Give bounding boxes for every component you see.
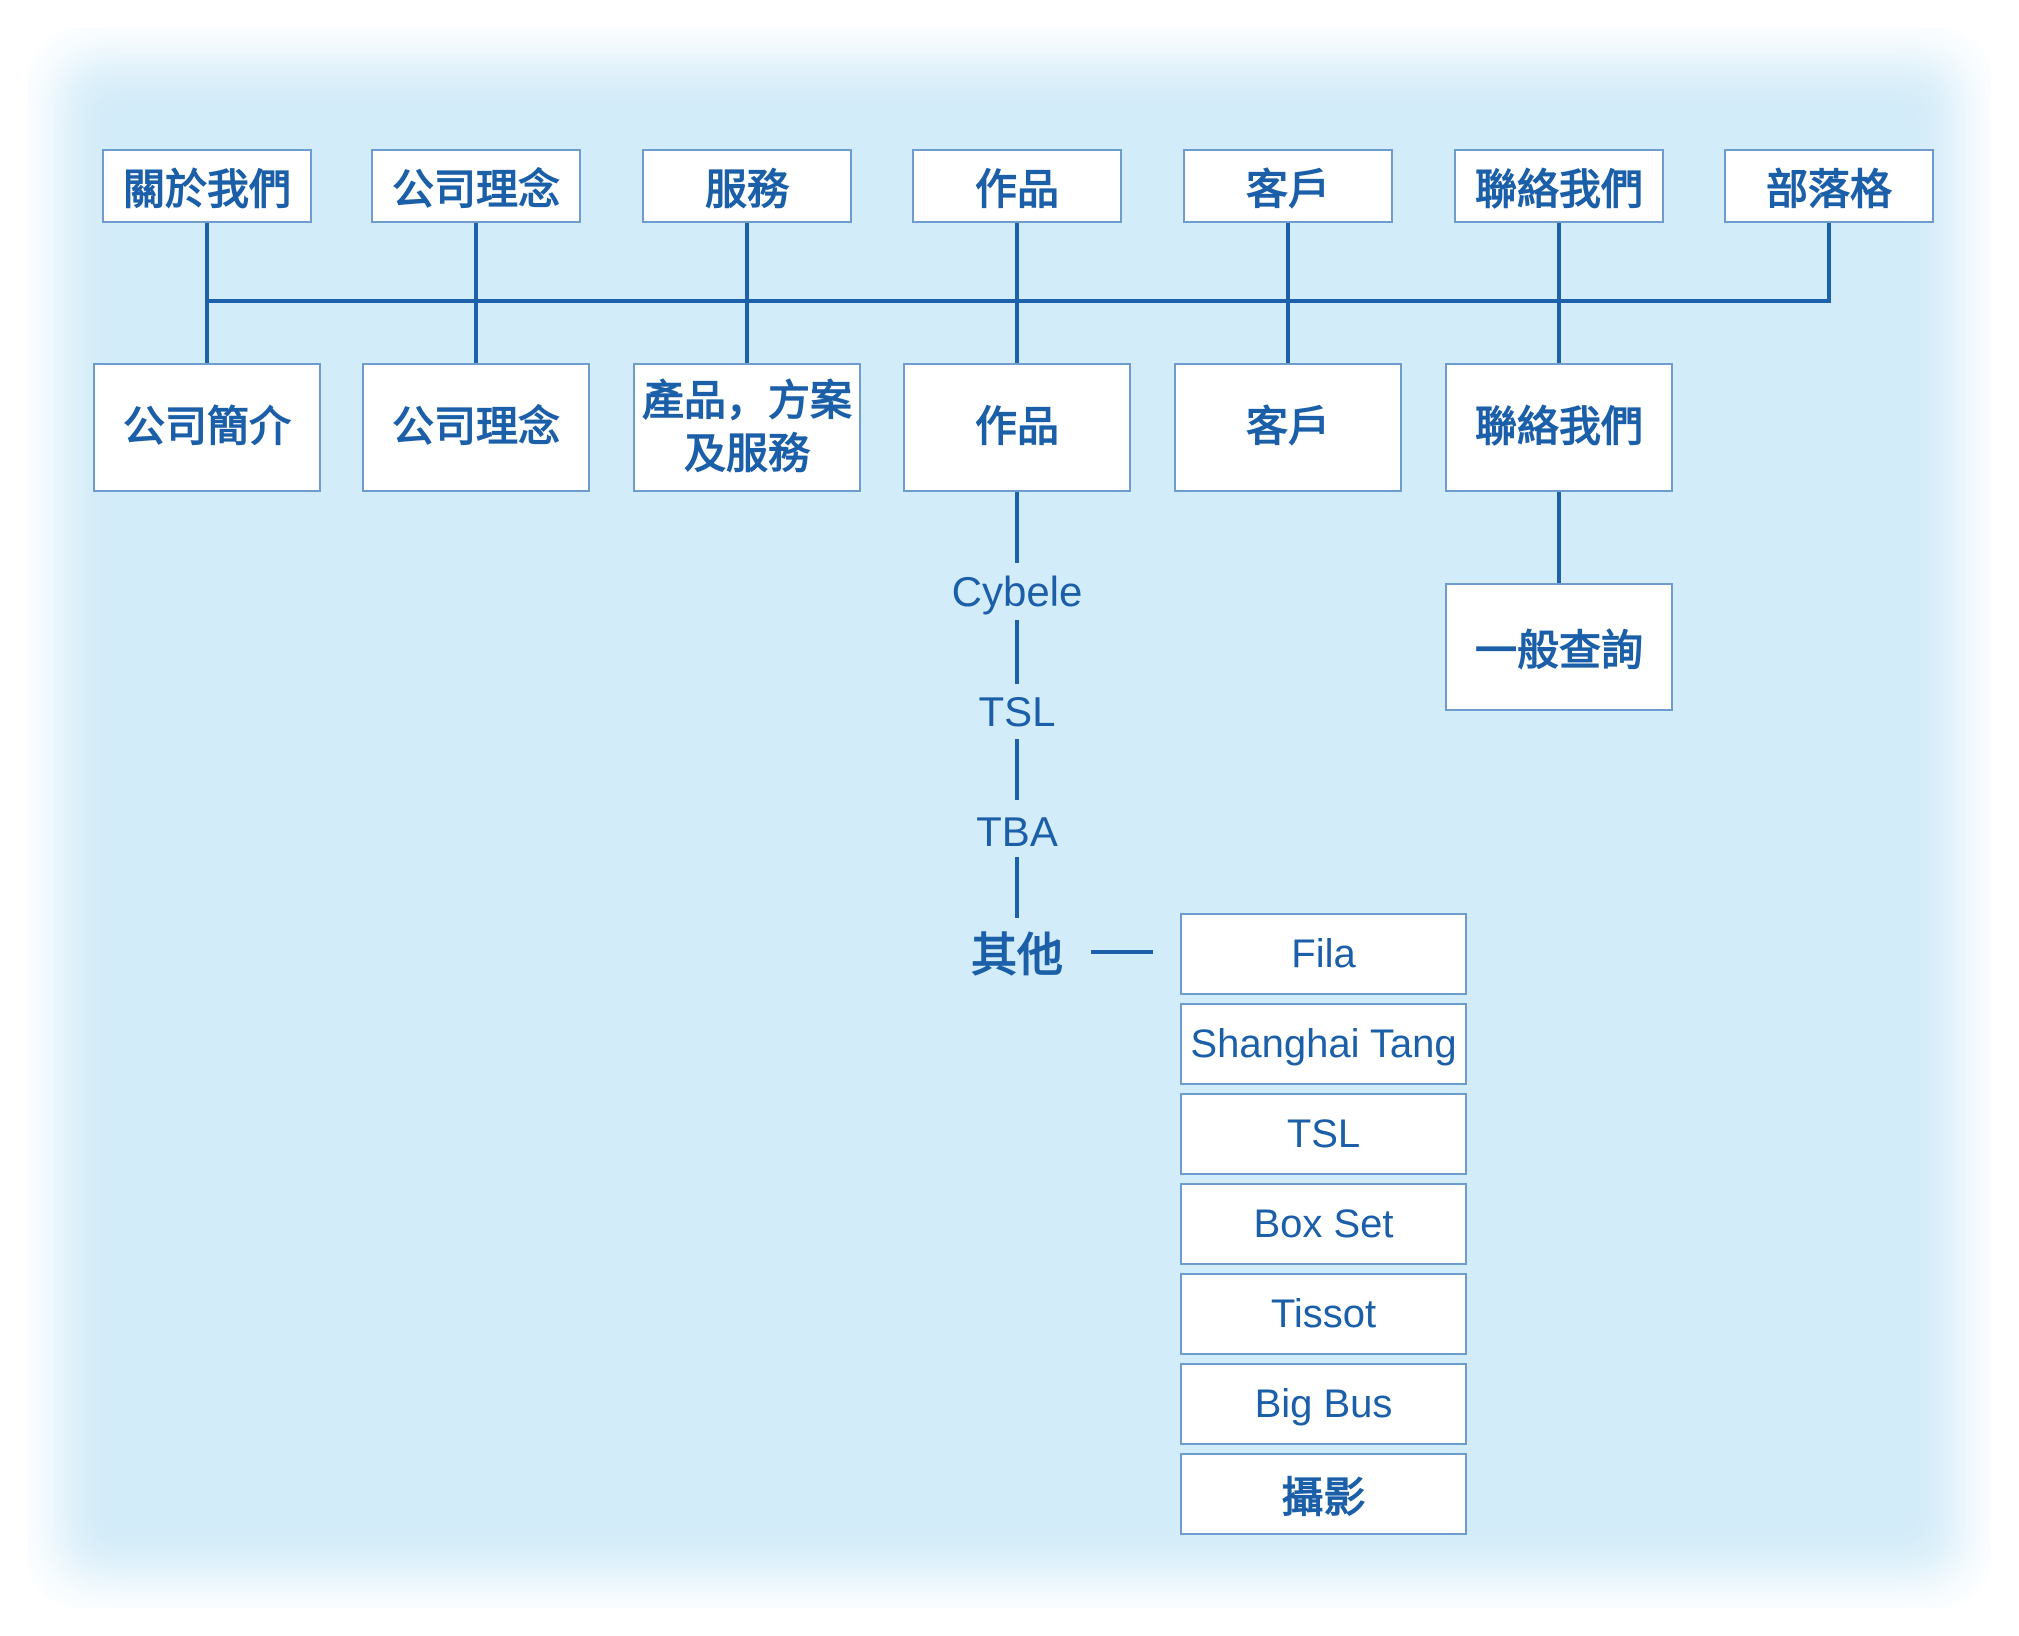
node-clients: 客戶 <box>1183 149 1393 223</box>
node-blog: 部落格 <box>1724 149 1934 223</box>
sitemap-panel <box>28 28 1991 1608</box>
node-works: 作品 <box>912 149 1122 223</box>
node-products-solutions-services: 產品，方案 及服務 <box>633 363 861 492</box>
node-shanghai-tang: Shanghai Tang <box>1180 1003 1467 1085</box>
node-company-philosophy: 公司理念 <box>371 149 581 223</box>
node-label: 公司簡介 <box>122 403 291 451</box>
node-contact-us: 聯絡我們 <box>1454 149 1664 223</box>
node-tsl: TSL <box>1180 1093 1467 1175</box>
node-services: 服務 <box>642 149 852 223</box>
node-box-set: Box Set <box>1180 1183 1467 1265</box>
node-general-enquiry: 一般查詢 <box>1445 583 1673 711</box>
connector-vertical-blog <box>1827 223 1831 303</box>
chain-item-tsl: TSL <box>978 688 1056 735</box>
connector-vertical-works-chain-1 <box>1015 492 1019 563</box>
node-label: 聯絡我們 <box>1474 165 1643 213</box>
connector-vertical-about <box>205 223 209 363</box>
node-label: Shanghai Tang <box>1190 1021 1457 1066</box>
node-label: 作品 <box>974 165 1059 213</box>
node-label: 公司理念 <box>391 165 560 213</box>
node-label: 服務 <box>704 165 789 213</box>
node-label: 關於我們 <box>122 165 291 213</box>
node-label: 公司理念 <box>391 403 560 451</box>
chain-item-tba: TBA <box>976 808 1058 855</box>
node-label-line2: 及服務 <box>683 429 810 477</box>
connector-vertical-services <box>745 223 749 363</box>
node-label: 客戶 <box>1245 403 1330 451</box>
node-tissot: Tissot <box>1180 1273 1467 1355</box>
connector-dash-others <box>1091 950 1153 954</box>
chain-item-others: 其他 <box>971 929 1063 981</box>
connector-vertical-philosophy <box>474 223 478 363</box>
node-clients-page: 客戶 <box>1174 363 1402 492</box>
node-photography: 攝影 <box>1180 1453 1467 1535</box>
node-works-page: 作品 <box>903 363 1131 492</box>
node-company-philosophy-page: 公司理念 <box>362 363 590 492</box>
node-about-us: 關於我們 <box>102 149 312 223</box>
connector-vertical-works-chain-4 <box>1015 857 1019 918</box>
connector-vertical-works-chain-3 <box>1015 739 1019 800</box>
node-label: 聯絡我們 <box>1474 403 1643 451</box>
node-label: 產品，方案 及服務 <box>642 375 852 480</box>
node-label: 部落格 <box>1765 165 1892 213</box>
chain-item-cybele: Cybele <box>951 568 1083 615</box>
node-label: Tissot <box>1270 1291 1377 1336</box>
node-label: 客戶 <box>1245 165 1330 213</box>
node-label: TSL <box>1286 1111 1361 1156</box>
node-label: Box Set <box>1253 1201 1394 1246</box>
connector-vertical-contact-child <box>1557 492 1561 583</box>
node-label: Big Bus <box>1254 1381 1393 1426</box>
connector-vertical-contact <box>1557 223 1561 363</box>
connector-vertical-works <box>1015 223 1019 363</box>
node-company-intro: 公司簡介 <box>93 363 321 492</box>
connector-vertical-works-chain-2 <box>1015 620 1019 684</box>
node-label: 作品 <box>974 403 1059 451</box>
node-label: 一般查詢 <box>1474 626 1643 674</box>
node-label-line1: 產品，方案 <box>641 377 852 424</box>
connector-vertical-clients <box>1286 223 1290 363</box>
connector-horizontal-bus <box>205 299 1831 303</box>
node-contact-us-page: 聯絡我們 <box>1445 363 1673 492</box>
node-label: Fila <box>1291 931 1356 976</box>
node-big-bus: Big Bus <box>1180 1363 1467 1445</box>
node-fila: Fila <box>1180 913 1467 995</box>
node-label: 攝影 <box>1281 1473 1366 1521</box>
